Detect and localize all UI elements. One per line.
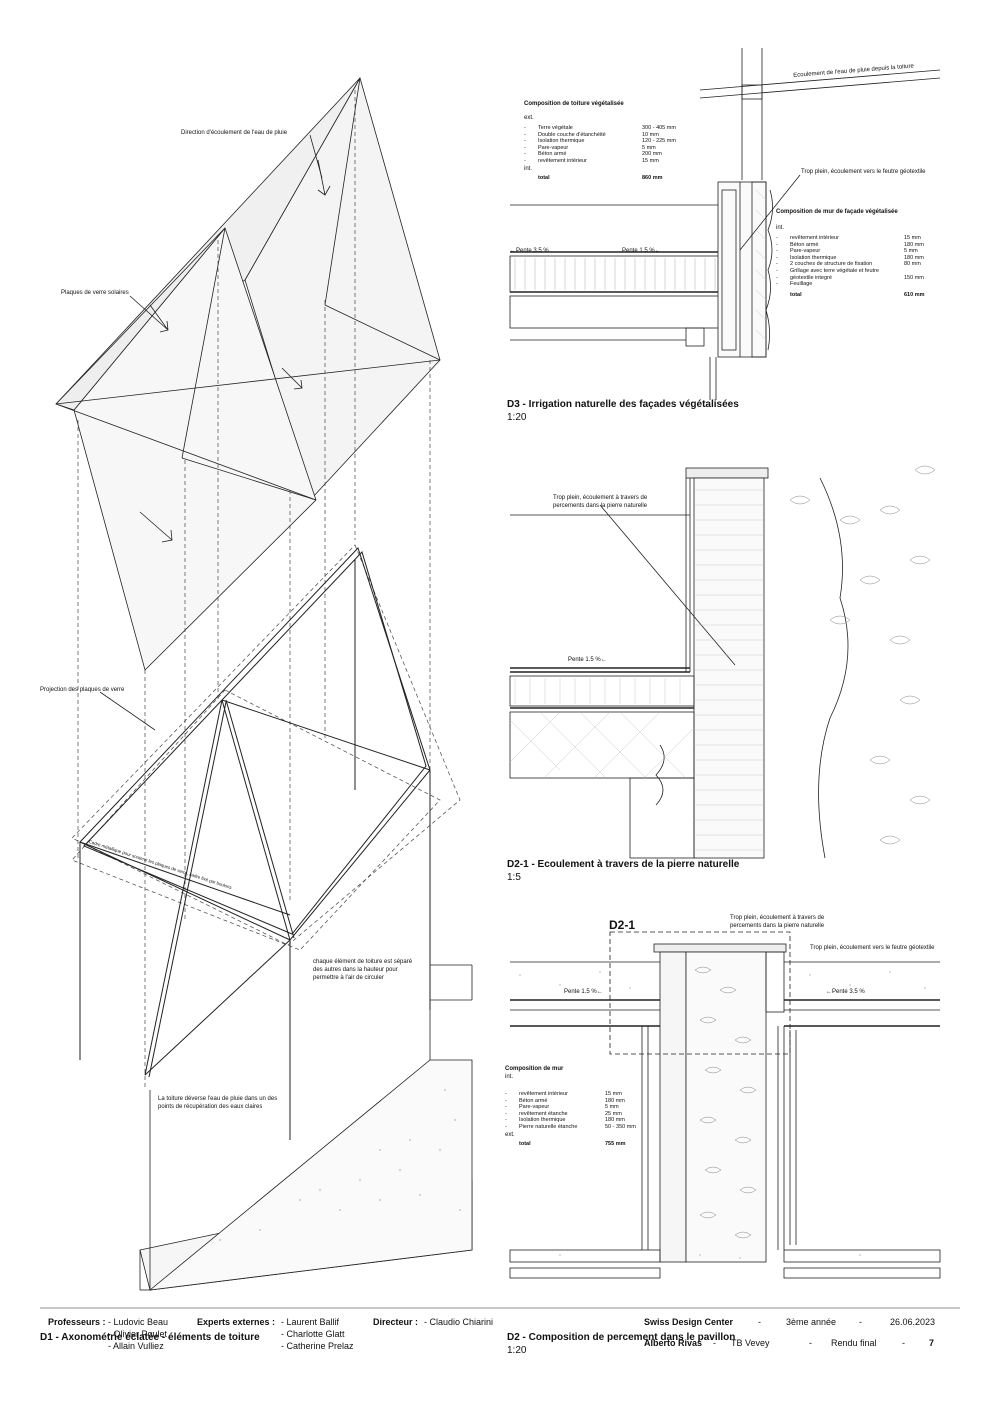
date: 26.06.2023: [890, 1317, 936, 1327]
d3-title: D3 - Irrigation naturelle des façades vé…: [507, 399, 739, 410]
d2-detail-ref: D2-1: [609, 918, 636, 932]
label-rain-direction: Direction d'écoulement de l'eau de pluie: [181, 130, 288, 136]
submission: Rendu final: [831, 1338, 877, 1348]
d2-overflow-stone: Trop plein, écoulement à travers de perc…: [730, 915, 825, 929]
directeur: - Claudio Chiarini: [424, 1317, 494, 1327]
student: Alberto Rivas: [644, 1338, 703, 1348]
d21-section-drawing: [509, 467, 849, 859]
d3-scale: 1:20: [507, 412, 527, 423]
label-solar-glass: Plaques de verre solaires: [61, 290, 129, 296]
title-block: Professeurs : - Ludovic Beau - Olivier P…: [48, 1317, 936, 1351]
year: 3ème année: [786, 1317, 837, 1327]
experts-label: Experts externes :: [197, 1317, 276, 1327]
professeurs: Professeurs :: [48, 1317, 106, 1327]
label-glass-projection: Projection des plaques de verre: [40, 687, 125, 693]
d3-overflow-label: Trop plein, écoulement vers le feutre gé…: [801, 169, 926, 175]
d3-slope-right: Pente 1.5 %←: [622, 248, 661, 254]
d3-roof-comp-title: Composition de toiture végétalisée: [524, 101, 624, 107]
composition-row: -Grillage avec terre végétale et feutre: [776, 267, 879, 274]
experts: - Laurent Ballif - Charlotte Glatt - Cat…: [281, 1317, 354, 1351]
d3-slope-left: ←Pente 3.5 %: [510, 248, 549, 254]
d2-scale: 1:20: [507, 1345, 527, 1356]
d21-overflow-label: Trop plein, écoulement à travers de perc…: [553, 495, 648, 509]
d21-title: D2-1 - Ecoulement à travers de la pierre…: [507, 859, 740, 870]
label-roof-discharge: La toiture déverse l'eau de pluie dans u…: [158, 1096, 278, 1110]
d2-slope-right: ←Pente 3.5 %: [826, 989, 865, 995]
d21-slope: Pente 1.5 %←: [568, 657, 607, 663]
d3-section-drawing: [509, 48, 941, 400]
directeur-label: Directeur :: [373, 1317, 419, 1327]
d2-overflow-geo: Trop plein, écoulement vers le feutre gé…: [810, 945, 935, 951]
d2-section-drawing: [509, 943, 941, 1279]
label-separation: chaque élément de toiture est séparé des…: [313, 959, 413, 981]
d21-callout-box: [609, 931, 791, 1055]
school: Swiss Design Center: [644, 1317, 734, 1327]
d2-wall-composition: Composition de mur int. -revêtement inté…: [505, 1065, 645, 1147]
d3-roof-composition: Composition de toiture végétalisée ext. …: [524, 100, 682, 181]
composition-row: -Feuillage: [776, 281, 813, 288]
d3-wall-composition: Composition de mur de façade végétalisée…: [776, 208, 934, 298]
d1-title: D1 - Axonométrie éclatée - éléments de t…: [40, 1332, 260, 1343]
d2-title: D2 - Composition de percement dans le pa…: [507, 1332, 736, 1343]
d21-scale: 1:5: [507, 872, 521, 883]
page-number: 7: [929, 1338, 935, 1348]
d2-slope-left: Pente 1.5 %←: [564, 989, 603, 995]
project: TB Vevey: [731, 1338, 770, 1348]
